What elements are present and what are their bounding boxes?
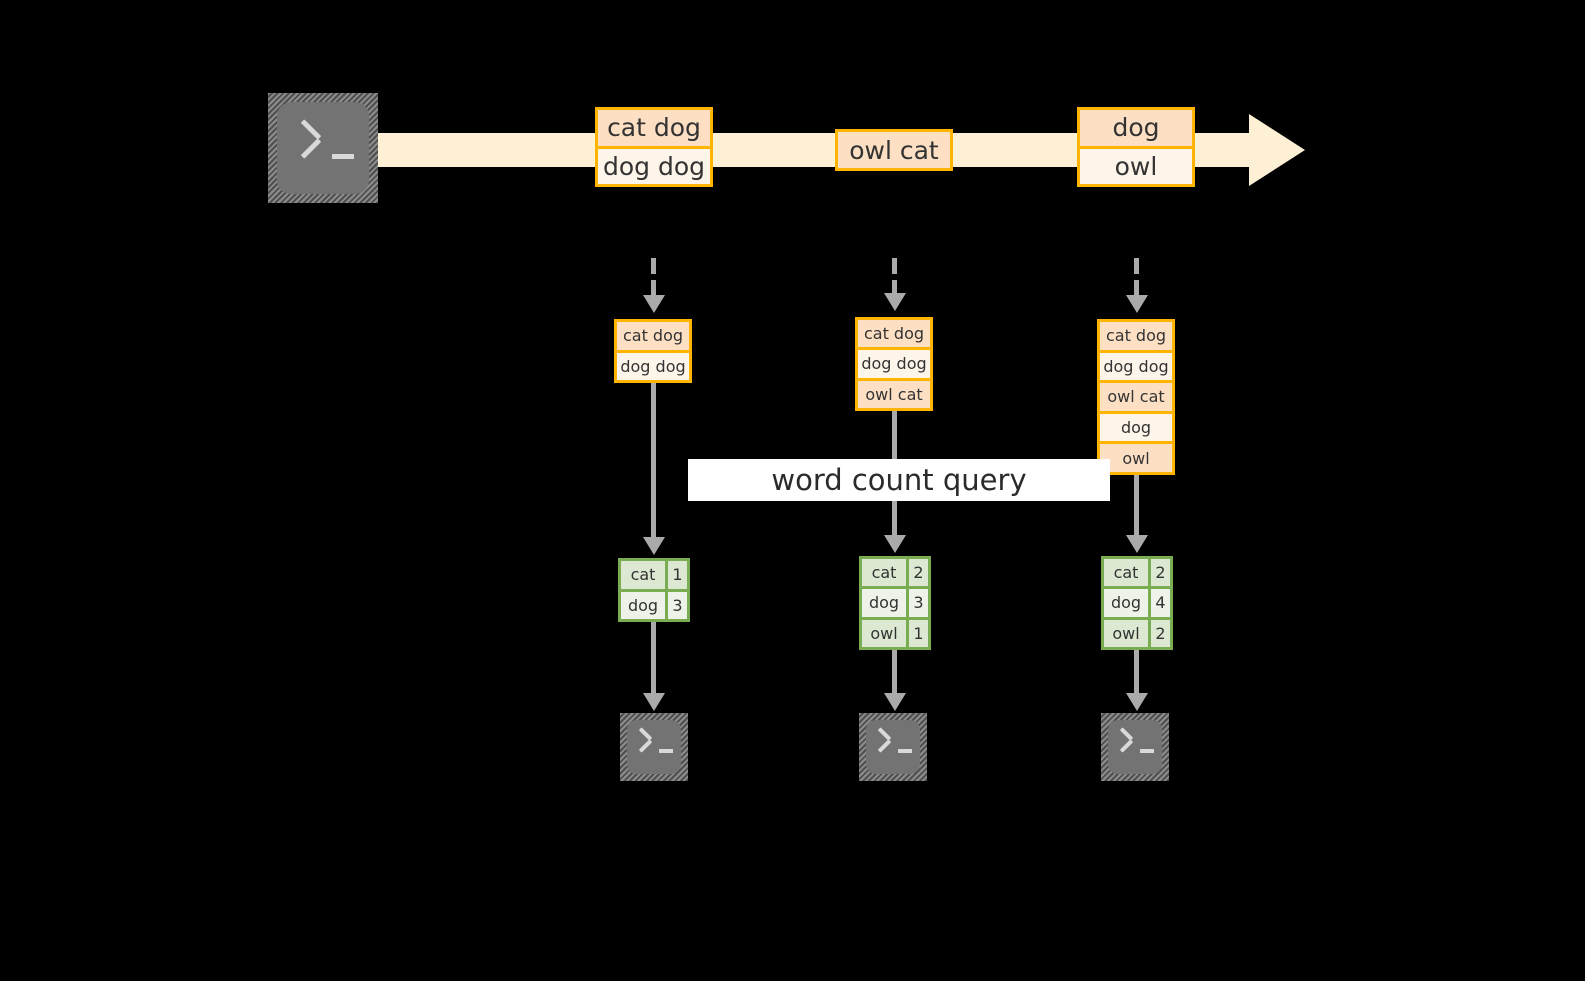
result-table-3-row-2-key: dog [1104, 589, 1148, 617]
sink-terminal-3[interactable] [1101, 713, 1169, 781]
result-table-2-row-3: owl 1 [862, 616, 928, 647]
result-table-3-row-3-value: 2 [1148, 619, 1170, 647]
input-table-2-row-3: owl cat [858, 377, 930, 408]
result-table-1-row-1: cat 1 [621, 561, 687, 589]
result-table-3-row-2: dog 4 [1104, 586, 1170, 617]
input-table-1[interactable]: cat dog dog dog [614, 319, 692, 383]
result-table-2-row-2-key: dog [862, 589, 906, 617]
input-table-2-row-1: cat dog [858, 320, 930, 348]
input-table-2[interactable]: cat dog dog dog owl cat [855, 317, 933, 411]
result-table-1-row-2-key: dog [621, 591, 665, 619]
result-table-2[interactable]: cat 2 dog 3 owl 1 [859, 556, 931, 650]
result-table-2-row-1-key: cat [862, 559, 906, 587]
result-table-3-row-1: cat 2 [1104, 559, 1170, 587]
stream-batch-2-line-1: owl cat [838, 132, 950, 168]
prompt-underscore [1140, 749, 1154, 753]
input-table-3-row-5: owl [1100, 441, 1172, 472]
trigger-3-dashed-stub [1134, 280, 1139, 296]
query-connector-1 [651, 383, 656, 550]
stream-batch-1[interactable]: cat dog dog dog [595, 107, 713, 187]
input-table-1-row-1: cat dog [617, 322, 689, 350]
result-table-1-row-2: dog 3 [621, 588, 687, 619]
result-table-1-row-1-key: cat [621, 561, 665, 589]
prompt-underscore [659, 749, 673, 753]
trigger-3-dashed-arrowhead [1126, 295, 1148, 313]
result-table-3-row-2-value: 4 [1148, 589, 1170, 617]
source-terminal-body [277, 102, 369, 194]
sink-connector-1 [651, 622, 656, 695]
result-table-3[interactable]: cat 2 dog 4 owl 2 [1101, 556, 1173, 650]
result-table-2-row-2: dog 3 [862, 586, 928, 617]
result-table-3-row-1-key: cat [1104, 559, 1148, 587]
input-table-3[interactable]: cat dog dog dog owl cat dog owl [1097, 319, 1175, 475]
sink-terminal-1-body [627, 720, 681, 774]
query-connector-3 [1134, 475, 1139, 548]
result-table-2-row-1: cat 2 [862, 559, 928, 587]
sink-terminal-3-body [1108, 720, 1162, 774]
stream-batch-1-line-1: cat dog [598, 110, 710, 146]
result-table-3-row-3: owl 2 [1104, 616, 1170, 647]
prompt-chevron-upper [877, 727, 892, 741]
prompt-chevron-lower [300, 138, 322, 159]
stream-arrowhead [1249, 114, 1305, 186]
query-connector-2-arrowhead [884, 535, 906, 553]
sink-connector-2-arrowhead [884, 693, 906, 711]
sink-terminal-2-body [866, 720, 920, 774]
result-table-2-row-1-value: 2 [906, 559, 928, 587]
result-table-1-row-2-value: 3 [665, 591, 687, 619]
input-table-3-row-2: dog dog [1100, 349, 1172, 381]
stream-batch-2[interactable]: owl cat [835, 129, 953, 171]
trigger-1-dashed-arrowhead [643, 295, 665, 313]
stream-batch-1-line-2: dog dog [598, 145, 710, 184]
trigger-1-dashed-stub [651, 280, 656, 296]
prompt-chevron-lower [1119, 739, 1134, 753]
query-connector-1-arrowhead [643, 537, 665, 555]
sink-connector-1-arrowhead [643, 693, 665, 711]
query-connector-3-arrowhead [1126, 535, 1148, 553]
input-table-3-row-3: owl cat [1100, 380, 1172, 411]
prompt-chevron-lower [638, 739, 653, 753]
trigger-3-dashed-segment [1134, 258, 1139, 274]
trigger-2-dashed-arrowhead [884, 293, 906, 311]
input-table-3-row-4: dog [1100, 410, 1172, 442]
prompt-chevron-upper [638, 727, 653, 741]
sink-terminal-1[interactable] [620, 713, 688, 781]
input-table-1-row-2: dog dog [617, 349, 689, 380]
result-table-3-row-3-key: owl [1104, 619, 1148, 647]
sink-connector-3 [1134, 650, 1139, 695]
trigger-2-dashed-stub [892, 280, 897, 294]
result-table-2-row-3-key: owl [862, 619, 906, 647]
result-table-2-row-3-value: 1 [906, 619, 928, 647]
input-table-3-row-1: cat dog [1100, 322, 1172, 350]
result-table-3-row-1-value: 2 [1148, 559, 1170, 587]
prompt-underscore [898, 749, 912, 753]
result-table-2-row-2-value: 3 [906, 589, 928, 617]
query-label: word count query [688, 459, 1110, 501]
source-terminal-icon[interactable] [268, 93, 378, 203]
prompt-underscore [332, 154, 354, 159]
stream-batch-3[interactable]: dog owl [1077, 107, 1195, 187]
trigger-2-dashed-segment [892, 258, 897, 274]
sink-connector-3-arrowhead [1126, 693, 1148, 711]
result-table-1-row-1-value: 1 [665, 561, 687, 589]
prompt-chevron-upper [300, 119, 322, 140]
input-table-2-row-2: dog dog [858, 347, 930, 378]
result-table-1[interactable]: cat 1 dog 3 [618, 558, 690, 622]
prompt-chevron-lower [877, 739, 892, 753]
sink-connector-2 [892, 650, 897, 695]
sink-terminal-2[interactable] [859, 713, 927, 781]
prompt-chevron-upper [1119, 727, 1134, 741]
trigger-1-dashed-segment [651, 258, 656, 274]
stream-batch-3-line-2: owl [1080, 145, 1192, 184]
stream-batch-3-line-1: dog [1080, 110, 1192, 146]
